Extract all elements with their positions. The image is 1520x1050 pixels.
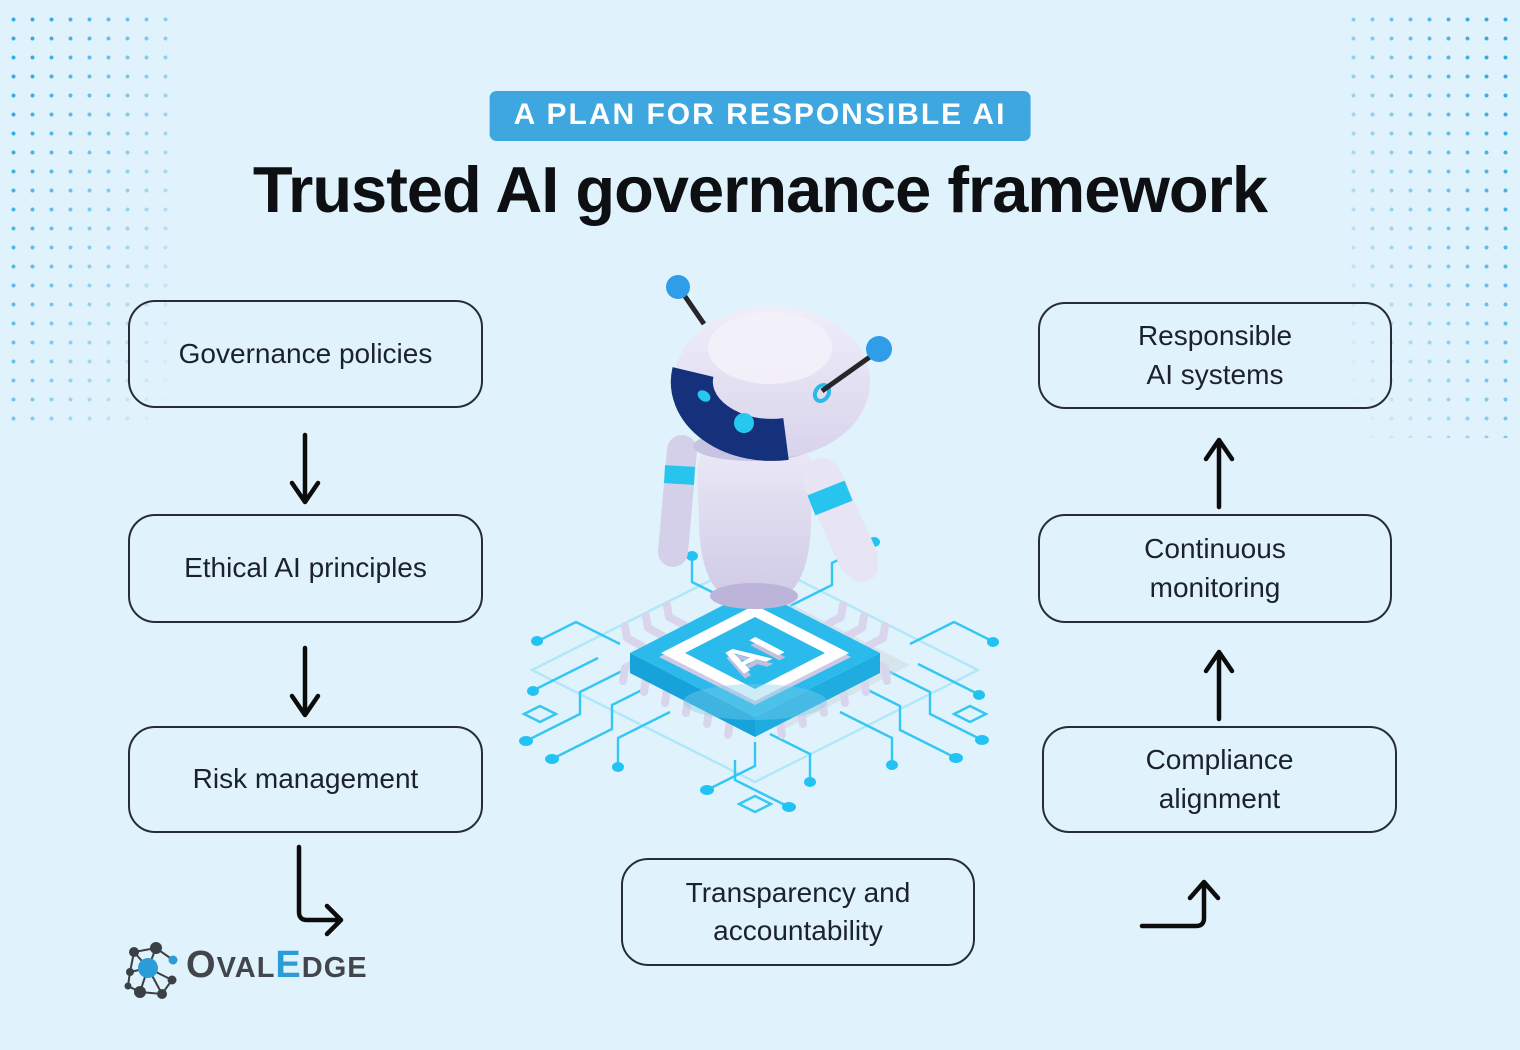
flow-box-continuous-monitoring: Continuous monitoring [1038, 514, 1392, 623]
robot-eye-left [697, 390, 711, 402]
ovaledge-logo: OVALEDGE [116, 933, 416, 1005]
arrow-down-icon [289, 432, 321, 505]
dot-grid-top-left [4, 10, 180, 422]
flow-box-responsible-ai-systems: Responsible AI systems [1038, 302, 1392, 409]
arrow-bend-down-right-icon [296, 844, 344, 937]
robot-antenna-ball-left [666, 275, 690, 299]
ai-robot-chip-illustration: AI AI [519, 275, 999, 814]
arrow-up-icon [1203, 649, 1235, 722]
ai-chip: AI AI [623, 589, 910, 737]
robot [658, 275, 892, 609]
flow-box-ethical-ai-principles: Ethical AI principles [128, 514, 483, 623]
flow-box-governance-policies: Governance policies [128, 300, 483, 408]
kicker-badge: A PLAN FOR RESPONSIBLE AI [489, 91, 1031, 141]
wordmark-o: O [186, 944, 217, 986]
ovaledge-wordmark: OVALEDGE [186, 944, 368, 987]
arrow-up-icon [1203, 437, 1235, 510]
page-title: Trusted AI governance framework [252, 153, 1268, 226]
wordmark-dge: DGE [301, 952, 368, 984]
arrow-down-icon [289, 645, 321, 718]
arrow-bend-right-up-icon [1139, 879, 1221, 929]
dot-grid-top-right [1344, 10, 1516, 438]
wordmark-e: E [275, 944, 302, 986]
circuit-traces [521, 541, 991, 814]
robot-visor [670, 367, 789, 461]
ovaledge-network-icon [124, 942, 178, 999]
robot-left-arm [658, 435, 697, 567]
robot-eye-right [734, 413, 754, 433]
robot-torso [697, 438, 813, 606]
robot-antenna-ball-right [866, 336, 892, 362]
flow-box-risk-management: Risk management [128, 726, 483, 833]
flow-box-compliance-alignment: Compliance alignment [1042, 726, 1397, 833]
flow-box-transparency-accountability: Transparency and accountability [621, 858, 975, 966]
wordmark-val: VAL [216, 952, 276, 984]
